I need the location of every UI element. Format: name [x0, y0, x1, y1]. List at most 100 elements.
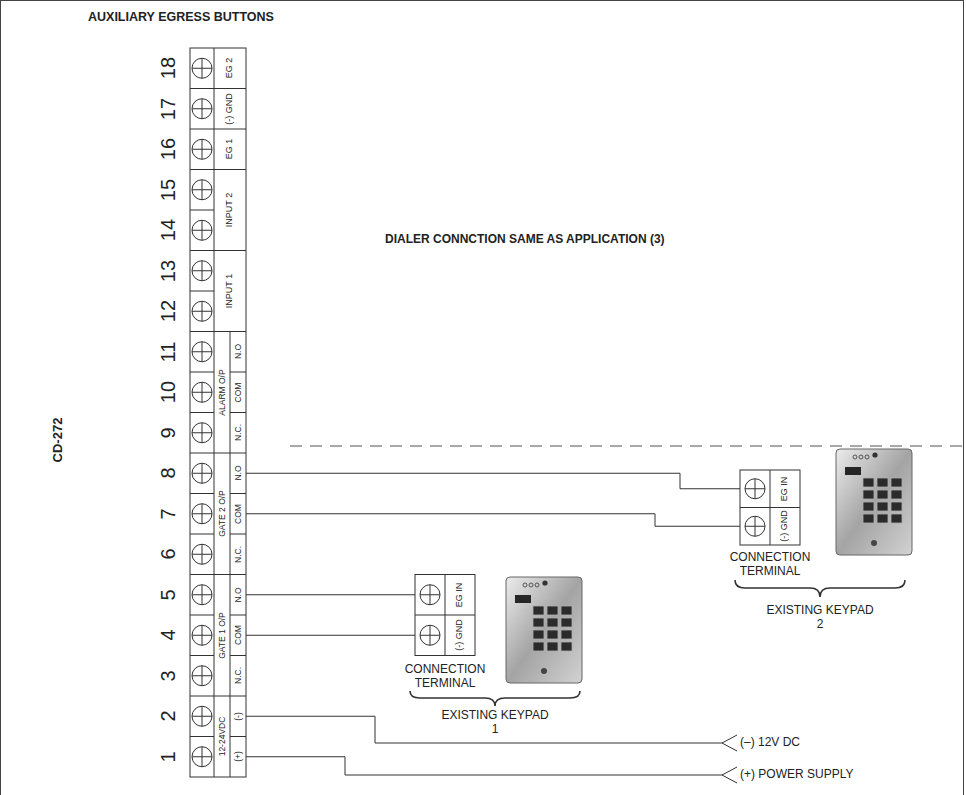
pin-label: INPUT 1 [215, 253, 245, 329]
terminal-screw [192, 463, 212, 483]
screw-cross [745, 516, 765, 536]
part-label: CONNECTION TERMINAL [395, 662, 495, 691]
terminal-screw [192, 625, 212, 645]
terminal-number: 7 [155, 495, 181, 533]
terminal-strip [190, 48, 246, 777]
terminal-number: 6 [155, 535, 181, 573]
signal-wire [246, 473, 740, 489]
terminal-screw [192, 666, 212, 686]
terminal-number: 4 [155, 616, 181, 654]
screw-cross [192, 585, 212, 605]
screw-head [192, 544, 212, 564]
terminal-number: 1 [155, 738, 181, 776]
pin-label: ALARM O/P [215, 333, 230, 451]
terminal-block [740, 470, 800, 545]
terminal-block [415, 575, 475, 656]
terminal-number: 16 [155, 130, 181, 168]
terminal-number: 13 [155, 252, 181, 290]
terminal-number: 12 [155, 292, 181, 330]
terminal-number: 18 [155, 49, 181, 87]
screw-head [192, 382, 212, 402]
terminal-screw [192, 261, 212, 281]
terminal-screw [192, 58, 212, 78]
part-label: EXISTING KEYPAD 1 [439, 708, 552, 737]
screw-cross [192, 666, 212, 686]
terminal-label: EG IN [770, 470, 800, 508]
screw-cross [192, 382, 212, 402]
screw-cross [192, 463, 212, 483]
screw-cross [745, 479, 765, 499]
screw-head [192, 139, 212, 159]
screw-cross [192, 261, 212, 281]
terminal-number: 9 [155, 414, 181, 452]
pin-label: 12-24VDC [215, 698, 230, 776]
screw-head [192, 180, 212, 200]
screw-head [192, 220, 212, 240]
terminal-label: COM [230, 615, 246, 656]
strip-terminal: N.O [230, 453, 246, 494]
strip-divider [190, 210, 214, 291]
terminal-screw [192, 139, 212, 159]
terminal-screw [192, 706, 212, 726]
terminal-screw [192, 585, 212, 605]
pin-label: N.C. [231, 414, 246, 452]
screw-head [192, 58, 212, 78]
power-wires [246, 716, 737, 783]
screw-head [192, 301, 212, 321]
keypad-terminal: EG IN [415, 575, 475, 616]
strip-terminal: N.O [230, 575, 246, 616]
terminal-screw [192, 99, 212, 119]
screw-cross [192, 706, 212, 726]
terminal-screw [192, 301, 212, 321]
terminal-screws [192, 58, 212, 767]
strip-housing [190, 48, 246, 777]
supply-label: (–) 12V DC [740, 735, 950, 749]
terminal-screw [192, 382, 212, 402]
terminal-number: 8 [155, 454, 181, 492]
group-brace [410, 691, 580, 706]
terminal-label: (-) GND [770, 508, 800, 546]
terminal-divider [415, 575, 475, 656]
terminal-number: 15 [155, 171, 181, 209]
pin-label: (-) GND [215, 90, 245, 128]
signal-wire [246, 594, 415, 595]
terminal-screw [745, 516, 765, 536]
pin-label: INPUT 2 [215, 172, 245, 248]
terminal-label: EG IN [445, 575, 475, 616]
strip-divider [190, 372, 246, 737]
pin-label: N.O [231, 333, 246, 371]
keypad-terminal: (-) GND [415, 615, 475, 656]
keypad-terminal: EG IN [740, 470, 800, 508]
screw-cross [420, 585, 440, 605]
terminal-screw [192, 504, 212, 524]
pin-label: (+) [231, 738, 246, 776]
screw-cross [192, 747, 212, 767]
supply-arrow [722, 735, 737, 751]
terminal-number: 3 [155, 657, 181, 695]
keypad-illustration [506, 577, 582, 683]
strip-divider [190, 89, 246, 697]
terminal-number: 14 [155, 211, 181, 249]
pin-label: N.C. [231, 657, 246, 695]
connection-terminal [415, 575, 475, 656]
note-text: DIALER CONNCTION SAME AS APPLICATION (3) [385, 232, 825, 246]
part-label: CONNECTION TERMINAL [720, 550, 820, 579]
terminal-number: 11 [155, 333, 181, 371]
screw-cross [192, 504, 212, 524]
strip-terminal: COM [230, 494, 246, 535]
screw-cross [192, 625, 212, 645]
keypad-illustration [836, 449, 912, 555]
screw-head [192, 423, 212, 443]
screw-cross [192, 301, 212, 321]
screw-head [192, 261, 212, 281]
screw-head [192, 504, 212, 524]
terminal-number: 10 [155, 373, 181, 411]
screw-head [192, 706, 212, 726]
screw-head [192, 99, 212, 119]
diagram-title: AUXILIARY EGRESS BUTTONS [88, 10, 508, 25]
terminal-screw [192, 220, 212, 240]
pin-label: EG 1 [215, 130, 245, 168]
